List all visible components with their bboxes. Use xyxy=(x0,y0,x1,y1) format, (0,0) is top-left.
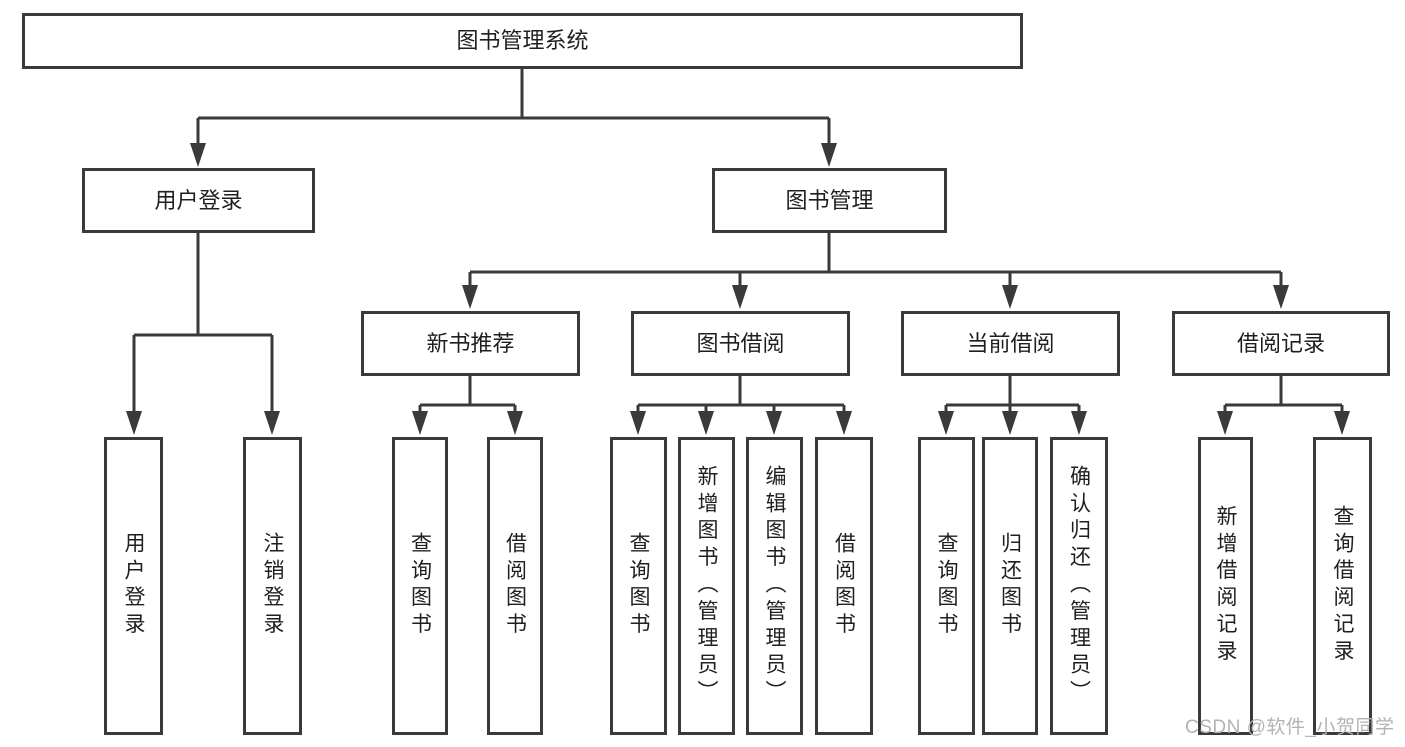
node-label: 确认归还（管理员） xyxy=(1067,465,1091,707)
leaf-query-books-borrow: 查询图书 xyxy=(610,437,667,735)
node-borrow-records: 借阅记录 xyxy=(1172,311,1390,376)
leaf-logout: 注销登录 xyxy=(243,437,302,735)
node-label: 当前借阅 xyxy=(966,330,1055,356)
leaf-add-book-admin: 新增图书（管理员） xyxy=(678,437,735,735)
arrow-icon xyxy=(264,411,280,435)
node-label: 用户登录 xyxy=(122,532,145,640)
node-label: 借阅图书 xyxy=(503,532,527,640)
node-label: 编辑图书（管理员） xyxy=(763,465,786,707)
edge-root-stem xyxy=(196,69,831,144)
node-label: 查询图书 xyxy=(935,532,958,640)
arrow-icon xyxy=(507,411,523,435)
leaf-confirm-return-admin: 确认归还（管理员） xyxy=(1050,437,1108,735)
arrow-icon xyxy=(836,411,852,435)
arrow-icon xyxy=(732,285,748,309)
node-label: 查询借阅记录 xyxy=(1331,505,1354,667)
arrow-icon xyxy=(766,411,782,435)
arrow-icon xyxy=(630,411,646,435)
arrow-icon xyxy=(462,285,478,309)
edge-book-mgmt-group xyxy=(468,233,1283,286)
node-new-book-recommend: 新书推荐 xyxy=(361,311,580,376)
node-label: 借阅记录 xyxy=(1236,330,1325,356)
leaf-query-borrow-record: 查询借阅记录 xyxy=(1313,437,1372,735)
node-library-system: 图书管理系统 xyxy=(22,13,1023,69)
leaf-edit-book-admin: 编辑图书（管理员） xyxy=(746,437,803,735)
node-label: 借阅图书 xyxy=(832,532,856,640)
edge-new-book-group xyxy=(418,376,517,412)
node-label: 注销登录 xyxy=(261,532,284,640)
node-label: 图书借阅 xyxy=(696,330,785,356)
edge-borrow-records-group xyxy=(1223,376,1344,412)
node-label: 新增图书（管理员） xyxy=(695,465,718,707)
arrow-icon xyxy=(1273,285,1289,309)
arrow-icon xyxy=(1071,411,1087,435)
node-label: 图书管理 xyxy=(785,187,874,213)
leaf-borrow-books: 借阅图书 xyxy=(815,437,873,735)
node-book-borrow: 图书借阅 xyxy=(631,311,850,376)
arrow-icon xyxy=(938,411,954,435)
leaf-borrow-books-recommend: 借阅图书 xyxy=(487,437,543,735)
arrow-icon xyxy=(1217,411,1233,435)
leaf-query-books-current: 查询图书 xyxy=(918,437,975,735)
edge-user-login-group xyxy=(132,233,274,412)
leaf-query-books-recommend: 查询图书 xyxy=(392,437,448,735)
node-label: 图书管理系统 xyxy=(456,28,589,53)
node-user-login: 用户登录 xyxy=(82,168,315,233)
arrow-icon xyxy=(1002,285,1018,309)
csdn-watermark: CSDN @软件_小贺同学 xyxy=(1185,717,1395,738)
arrow-icon xyxy=(1002,411,1018,435)
leaf-add-borrow-record: 新增借阅记录 xyxy=(1198,437,1253,735)
node-label: 归还图书 xyxy=(998,532,1022,640)
arrow-icon xyxy=(821,143,837,167)
node-book-management: 图书管理 xyxy=(712,168,947,233)
arrow-icon xyxy=(126,411,142,435)
arrow-icon xyxy=(190,143,206,167)
node-label: 查询图书 xyxy=(627,532,650,640)
arrow-icon xyxy=(1334,411,1350,435)
arrowheads xyxy=(126,143,1350,435)
node-current-borrow: 当前借阅 xyxy=(901,311,1120,376)
node-label: 用户登录 xyxy=(154,187,243,213)
arrow-icon xyxy=(698,411,714,435)
node-label: 新增借阅记录 xyxy=(1214,505,1237,667)
leaf-user-login: 用户登录 xyxy=(104,437,163,735)
leaf-return-book: 归还图书 xyxy=(982,437,1038,735)
node-label: 查询图书 xyxy=(408,532,432,640)
node-label: 新书推荐 xyxy=(426,330,515,356)
edge-current-borrow-group xyxy=(944,376,1081,412)
arrow-icon xyxy=(412,411,428,435)
edge-book-borrow-group xyxy=(636,376,846,412)
